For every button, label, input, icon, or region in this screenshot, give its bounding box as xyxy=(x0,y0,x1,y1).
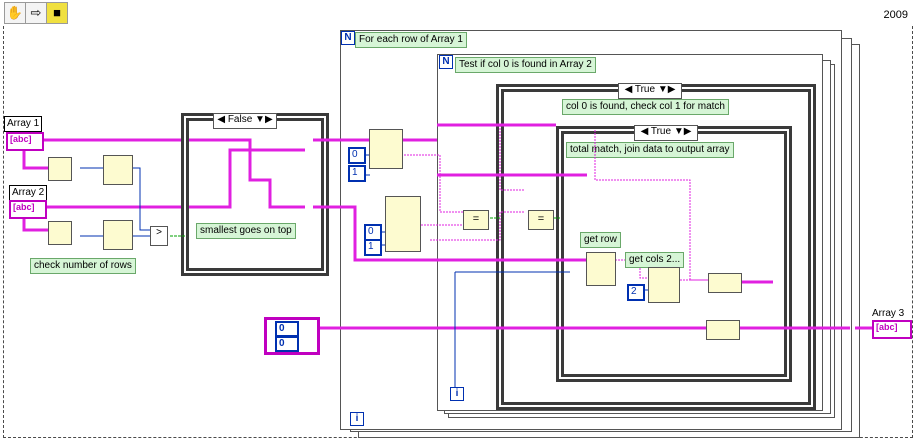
outer-loop-count-terminal[interactable]: N xyxy=(341,31,355,45)
index-array-get-row[interactable] xyxy=(586,252,616,286)
inner-loop-count-terminal[interactable]: N xyxy=(439,55,453,69)
array-size-node-1[interactable] xyxy=(48,157,72,181)
outer-loop-iteration-terminal: i xyxy=(350,412,364,426)
build-array-node-2[interactable] xyxy=(706,320,740,340)
equal-comparison-1[interactable]: = xyxy=(463,210,489,230)
cols-const-2[interactable]: 2 xyxy=(627,284,645,301)
array1-label: Array 1 xyxy=(4,116,43,132)
index-const-0-a[interactable]: 0 xyxy=(348,147,366,164)
index-array-node-2[interactable] xyxy=(103,220,133,250)
case-selector-inner-true[interactable]: ◀ True ▼▶ xyxy=(634,125,698,141)
equal-comparison-2[interactable]: = xyxy=(528,210,554,230)
inner-loop-iteration-terminal: i xyxy=(450,387,464,401)
build-array-node-1[interactable] xyxy=(708,273,742,293)
inner-loop-comment: Test if col 0 is found in Array 2 xyxy=(455,57,596,73)
array3-indicator[interactable]: [abc] xyxy=(872,320,912,339)
toolbar: ✋ ⇨ ■ 2009 xyxy=(0,0,916,26)
total-match-comment: total match, join data to output array xyxy=(566,142,734,158)
index-array-array2[interactable] xyxy=(385,196,421,252)
array-index-1[interactable]: 0 xyxy=(275,336,299,352)
case-selector-false[interactable]: ◀ False ▼▶ xyxy=(213,113,277,129)
index-const-1-a[interactable]: 1 xyxy=(348,165,366,182)
outer-loop-comment: For each row of Array 1 xyxy=(355,32,467,48)
case-selector-outer-true[interactable]: ◀ True ▼▶ xyxy=(618,83,682,99)
greater-comparison[interactable]: > xyxy=(150,226,168,246)
array-size-node-2[interactable] xyxy=(48,221,72,245)
highlight-execution-button[interactable]: ■ xyxy=(46,2,68,24)
check-rows-comment: check number of rows xyxy=(30,258,136,274)
array2-label: Array 2 xyxy=(9,185,48,201)
array-subset-cols[interactable] xyxy=(648,267,680,303)
get-row-comment: get row xyxy=(580,232,621,248)
index-const-1-b[interactable]: 1 xyxy=(364,239,382,256)
col0-found-comment: col 0 is found, check col 1 for match xyxy=(562,99,729,115)
smallest-on-top-comment: smallest goes on top xyxy=(196,223,296,239)
array1-control[interactable]: [abc] xyxy=(6,132,44,151)
index-array-row[interactable] xyxy=(369,129,403,169)
array3-label: Array 3 xyxy=(872,308,905,319)
empty-array-constant[interactable]: 0 0 xyxy=(264,317,320,355)
get-cols-comment: get cols 2... xyxy=(625,252,685,268)
version-label: 2009 xyxy=(883,9,908,21)
index-array-node-1[interactable] xyxy=(103,155,133,185)
array2-control[interactable]: [abc] xyxy=(9,200,47,219)
array-index-0[interactable]: 0 xyxy=(275,321,299,337)
